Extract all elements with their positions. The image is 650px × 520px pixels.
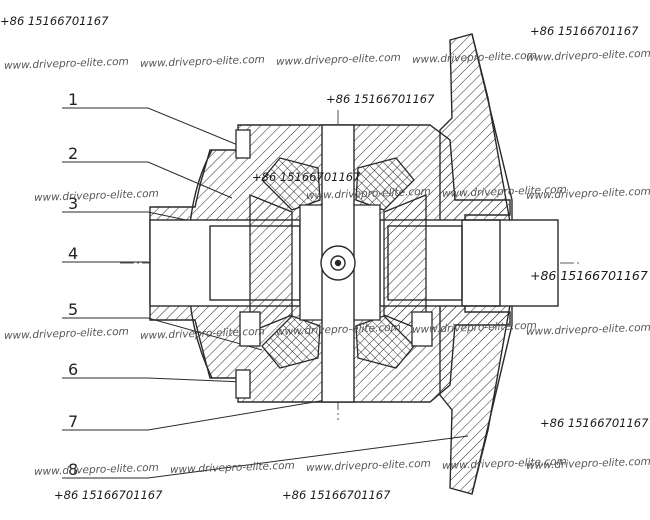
callout-2: 2 (68, 144, 79, 163)
bolts (235, 129, 251, 399)
watermark-phone: +86 15166701167 (0, 14, 109, 28)
leader-lines (62, 107, 469, 479)
callout-1: 1 (68, 90, 79, 109)
callout-5: 5 (68, 300, 79, 319)
callout-7: 7 (68, 412, 79, 431)
watermark-phone: +86 15166701167 (530, 24, 639, 38)
callout-4: 4 (68, 244, 79, 263)
callout-6: 6 (68, 360, 79, 379)
pinion-shaft (320, 124, 356, 403)
watermark-phone: +86 15166701167 (54, 488, 163, 502)
watermark-phone: +86 15166701167 (252, 170, 361, 184)
watermark-phone: +86 15166701167 (530, 268, 648, 283)
callout-3: 3 (68, 194, 79, 213)
callout-8: 8 (68, 460, 79, 479)
watermark-phone: +86 15166701167 (282, 488, 391, 502)
watermark-phone: +86 15166701167 (540, 416, 649, 430)
watermark-phone: +86 15166701167 (326, 92, 435, 106)
